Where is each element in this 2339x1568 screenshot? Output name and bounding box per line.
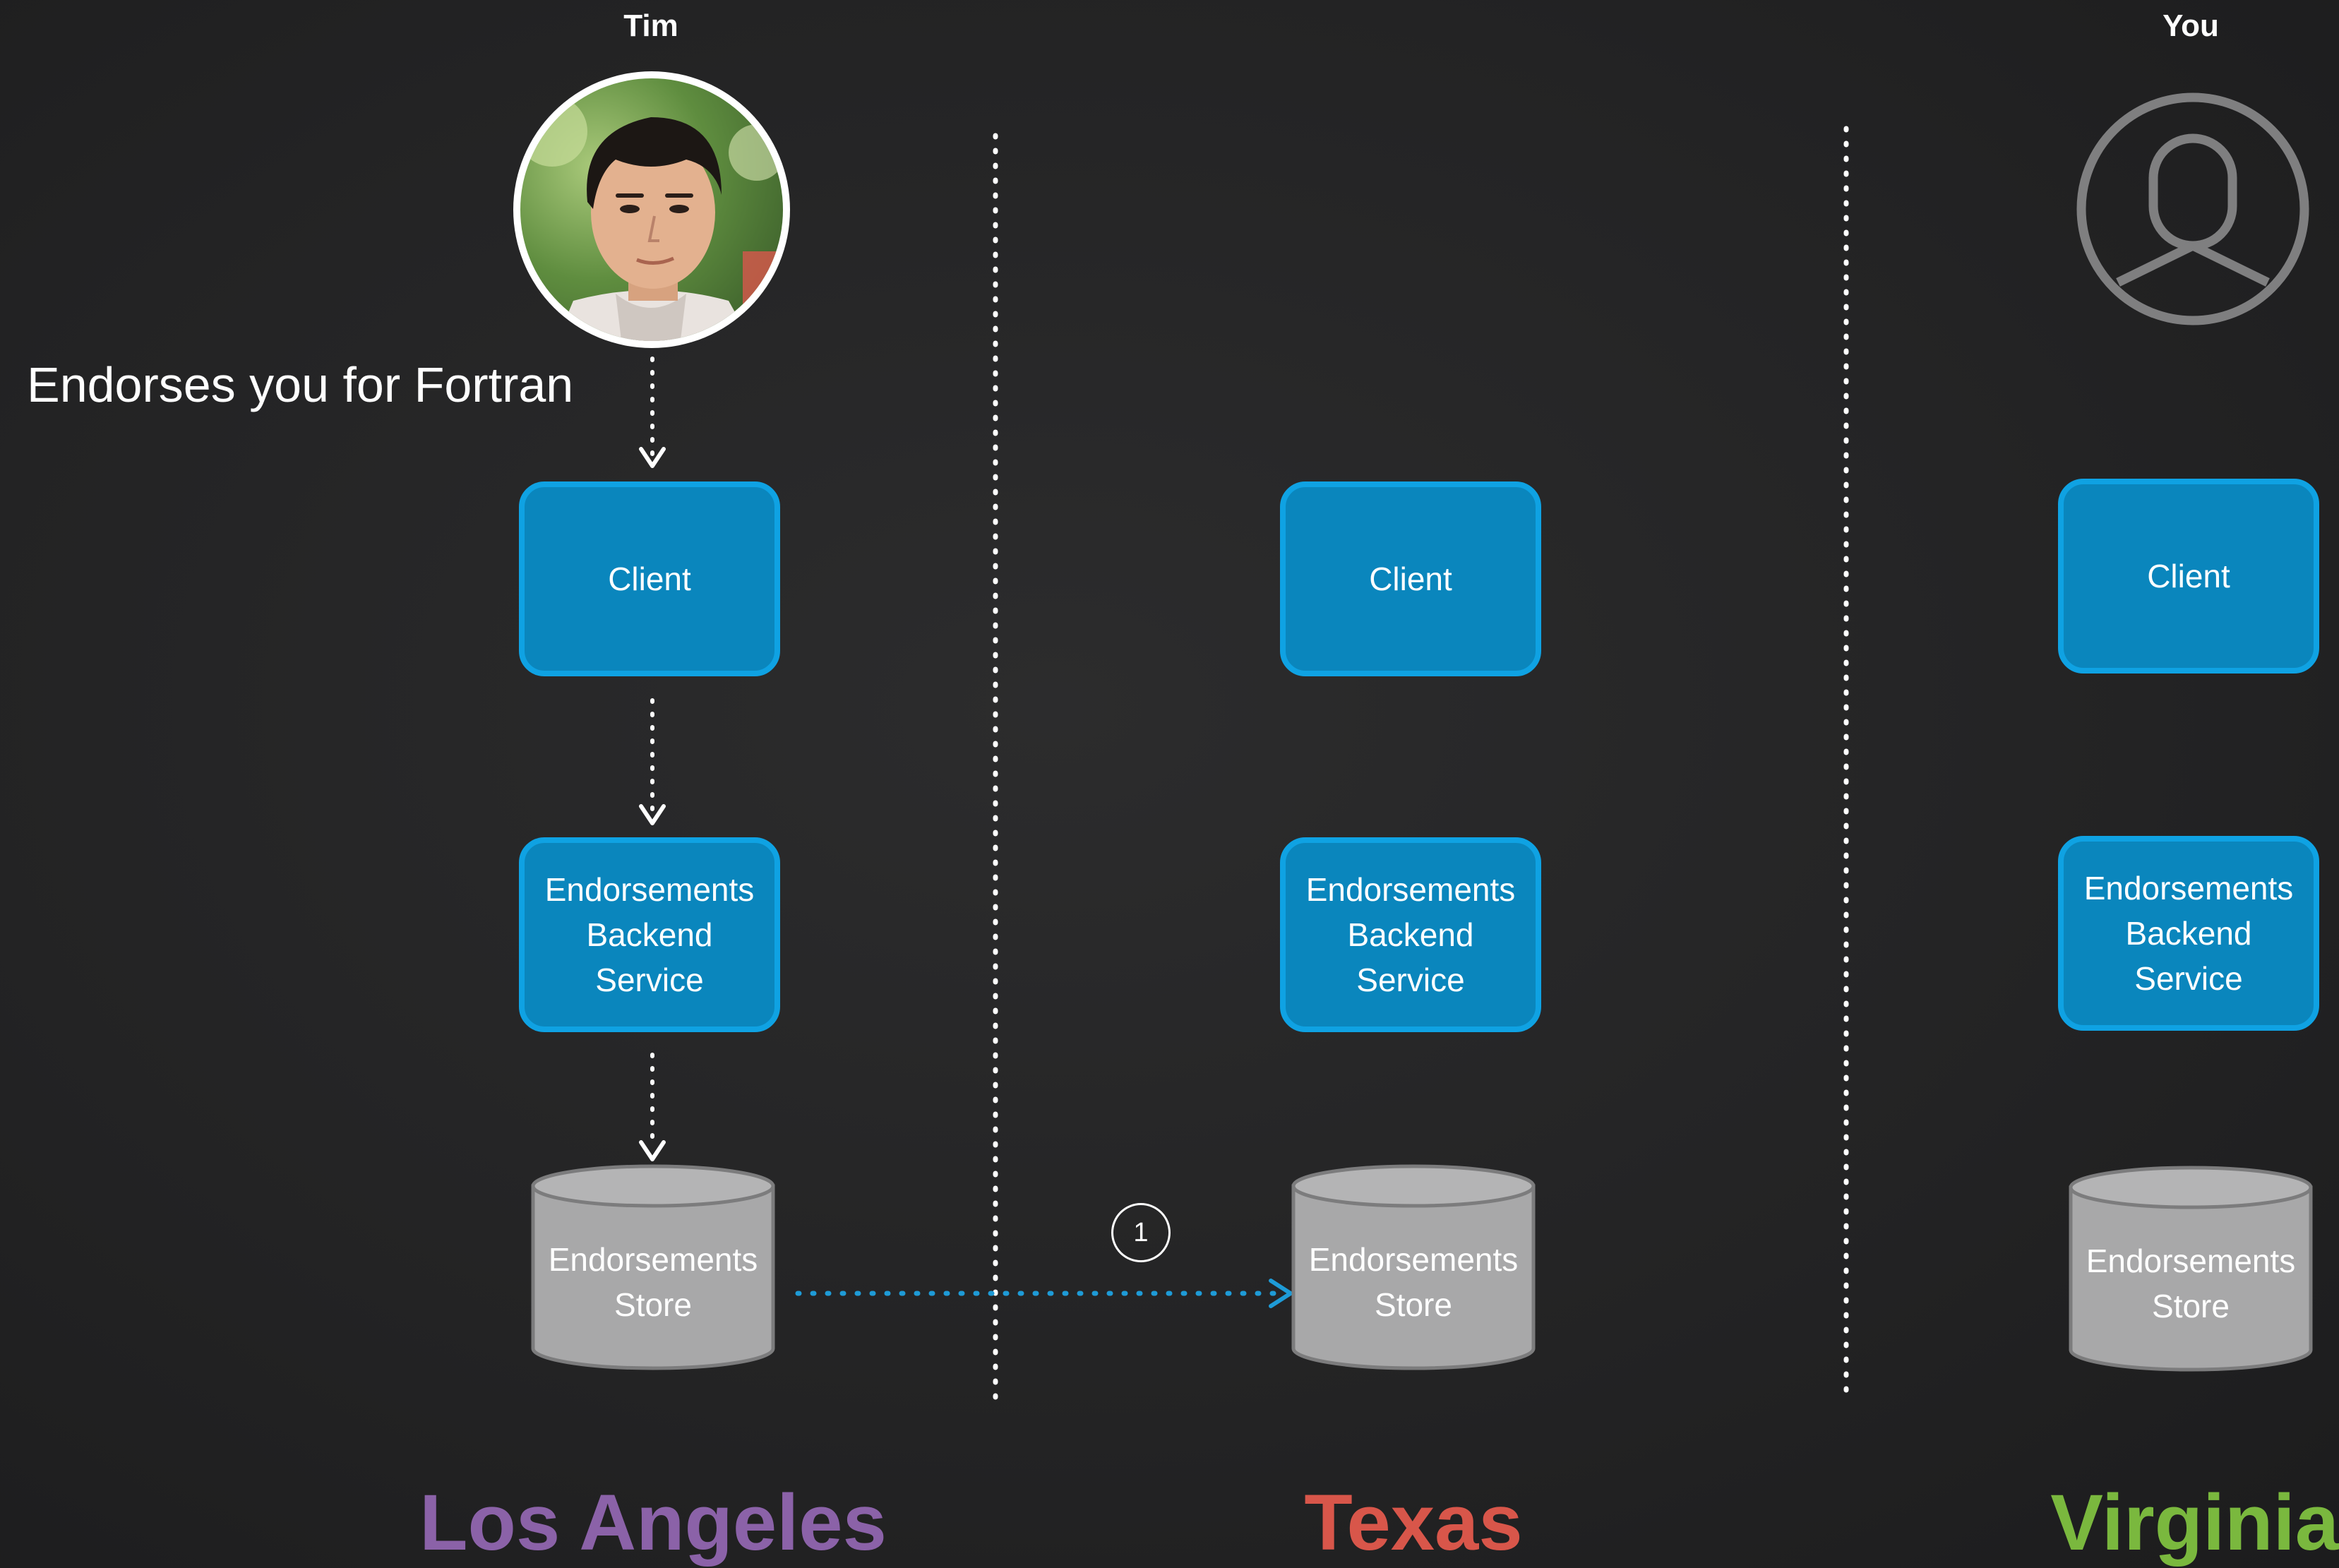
store-cylinder-la [531, 1164, 775, 1370]
store-label-texas: Endorsements Store [1293, 1237, 1533, 1327]
receiver-avatar-icon [2076, 92, 2309, 325]
backend-line: Service [595, 962, 704, 998]
client-label: Client [1369, 561, 1452, 597]
store-label-la: Endorsements Store [533, 1237, 773, 1327]
backend-line: Endorsements [2083, 870, 2294, 906]
store-line: Store [2152, 1288, 2230, 1324]
client-label: Client [2147, 558, 2230, 594]
store-line: Endorsements [2086, 1243, 2296, 1279]
region-label-virginia: Virginia [2050, 1478, 2339, 1567]
client-box-texas: Client [1280, 481, 1541, 676]
client-box-virginia: Client [2058, 479, 2319, 674]
region-label-texas: Texas [1304, 1478, 1523, 1567]
store-cylinder-virginia [2069, 1166, 2313, 1372]
backend-line: Backend [586, 916, 713, 953]
backend-box-la: Endorsements Backend Service [519, 837, 780, 1032]
replication-step-badge: 1 [1111, 1203, 1171, 1262]
backend-line: Service [1356, 962, 1465, 998]
backend-line: Backend [2125, 915, 2252, 952]
store-line: Endorsements [548, 1241, 758, 1278]
client-box-la: Client [519, 481, 780, 676]
backend-box-virginia: Endorsements Backend Service [2058, 836, 2319, 1031]
store-line: Store [1375, 1286, 1452, 1323]
backend-line: Endorsements [1305, 871, 1516, 908]
store-cylinder-texas [1291, 1164, 1536, 1370]
backend-line: Service [2134, 960, 2243, 997]
store-line: Endorsements [1308, 1241, 1519, 1278]
sender-name: Tim [623, 8, 678, 43]
backend-line: Endorsements [544, 871, 755, 908]
backend-box-texas: Endorsements Backend Service [1280, 837, 1541, 1032]
store-line: Store [614, 1286, 692, 1323]
receiver-name: You [2162, 8, 2219, 43]
client-label: Client [608, 561, 691, 597]
sender-avatar [513, 71, 790, 348]
region-label-los-angeles: Los Angeles [419, 1478, 887, 1567]
action-caption: Endorses you for Fortran [27, 357, 574, 412]
store-label-virginia: Endorsements Store [2071, 1238, 2311, 1329]
backend-line: Backend [1347, 916, 1474, 953]
